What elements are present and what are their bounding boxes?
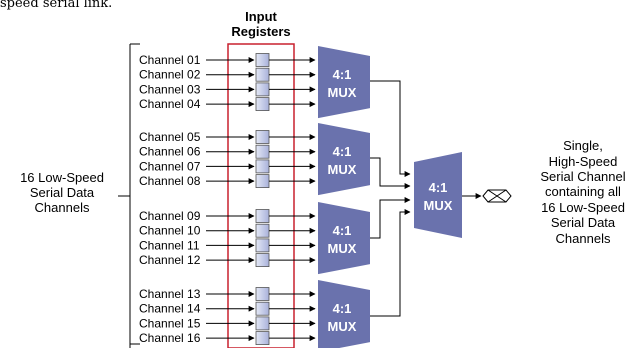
register-cell [255,144,270,159]
channel-label: Channel 08 [139,174,201,188]
channel-label: Channel 02 [139,68,201,82]
register-cell [255,316,270,331]
right-label-line-5: 16 Low-Speed [541,200,625,215]
channel-row: Channel 11 [139,238,316,253]
channel-row: Channel 10 [139,223,316,238]
channel-row: Channel 15 [139,316,316,331]
channel-label: Channel 07 [139,159,201,173]
left-label-line-1: 16 Low-Speed [20,170,104,185]
top-text: speed serial link. [0,0,112,11]
right-label-line-1: Single, [563,138,603,153]
register-cell [255,331,270,346]
channel-label: Channel 05 [139,130,201,144]
header-line-1: Input [245,9,277,24]
channel-label: Channel 10 [139,224,201,238]
register-cell [255,82,270,97]
right-label-line-2: High-Speed [549,154,618,169]
mux-connections [370,80,411,317]
mux-label-name: MUX [328,85,357,100]
channel-label: Channel 13 [139,287,201,301]
channel-row: Channel 08 [139,174,316,189]
channel-label: Channel 14 [139,302,201,316]
right-label-line-7: Channels [556,231,611,246]
mux-label-name: MUX [328,162,357,177]
register-cell [255,67,270,82]
mux-label-name: MUX [328,241,357,256]
channel-row: Channel 02 [139,67,316,82]
channel-label: Channel 12 [139,253,201,267]
register-cell [255,209,270,223]
left-bracket [118,43,140,348]
right-label-line-4: containing all [545,184,621,199]
mux-label-ratio: 4:1 [333,223,352,238]
mux-block [318,280,370,348]
final-mux-label-1: 4:1 [429,180,448,195]
register-cell [255,130,270,144]
mux-block [318,202,370,275]
register-cell [255,238,270,253]
mux-block [318,46,370,119]
channel-row: Channel 16 [139,331,316,346]
right-label-line-3: Serial Channel [540,169,625,184]
channel-label: Channel 11 [139,238,200,252]
register-cell [255,97,270,111]
channel-row: Channel 14 [139,301,316,316]
mux-label-ratio: 4:1 [333,144,352,159]
register-cell [255,53,270,67]
register-cell [255,301,270,316]
channel-row: Channel 05 [139,130,316,144]
register-cell [255,159,270,174]
header-line-2: Registers [231,24,290,39]
left-label-line-3: Channels [35,200,90,215]
right-label-line-6: Serial Data [551,215,616,230]
channel-row: Channel 04 [139,97,316,111]
register-cell [255,253,270,268]
left-label-line-2: Serial Data [30,185,95,200]
channel-label: Channel 15 [139,316,201,330]
channel-row: Channel 09 [139,209,316,223]
channel-label: Channel 04 [139,97,201,111]
mux-label-ratio: 4:1 [333,67,352,82]
register-cell [255,174,270,189]
channel-label: Channel 06 [139,145,201,159]
mux-block [318,123,370,196]
channel-row: Channel 06 [139,144,316,159]
register-cell [255,287,270,301]
channel-row: Channel 13 [139,287,316,301]
final-mux [414,152,462,238]
mux-label-ratio: 4:1 [333,301,352,316]
final-mux-label-2: MUX [424,198,453,213]
register-cell [255,223,270,238]
mux-label-name: MUX [328,319,357,334]
channel-label: Channel 01 [139,53,201,67]
channel-label: Channel 03 [139,82,201,96]
channel-row: Channel 03 [139,82,316,97]
channel-row: Channel 07 [139,159,316,174]
input-registers-frame [227,43,295,348]
channel-label: Channel 09 [139,209,201,223]
channel-label: Channel 16 [139,331,201,345]
channel-row: Channel 12 [139,253,316,268]
serial-link-icon [482,189,512,203]
channel-row: Channel 01 [139,53,316,67]
